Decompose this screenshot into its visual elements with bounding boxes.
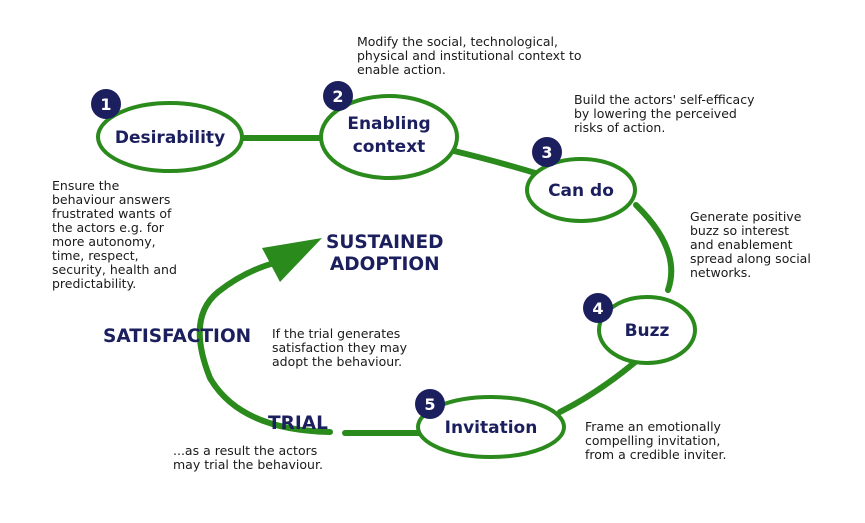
step-4-node [597, 295, 697, 365]
note-trial: ...as a result the actors may trial the … [173, 443, 323, 472]
trial-label: TRIAL [268, 413, 328, 434]
connector-3-4 [633, 202, 675, 293]
step-2-badge [323, 81, 353, 111]
return-loop [196, 259, 333, 435]
step-3-label: Can do [548, 181, 614, 201]
step-5-label: Invitation [445, 418, 538, 438]
step-4-badge [583, 293, 613, 323]
step-4-label: Buzz [625, 321, 670, 341]
step-3-node [525, 157, 637, 223]
note-can-do: Build the actors' self-efficacy by lower… [574, 92, 755, 135]
step-1-label: Desirability [115, 128, 225, 148]
note-invitation: Frame an emotionally compelling invitati… [585, 419, 727, 462]
connector-4-5 [557, 355, 643, 415]
note-satisfaction: If the trial generates satisfaction they… [272, 326, 408, 369]
return-arrow-head [262, 238, 322, 282]
step-2-label: Enabling [347, 114, 430, 134]
note-desirability: Ensure the behaviour answers frustrated … [52, 178, 177, 291]
step-1-number: 1 [100, 95, 111, 114]
step-5-node [416, 395, 566, 459]
step-4-number: 4 [592, 299, 603, 318]
sustained-adoption-label: SUSTAINED ADOPTION [326, 232, 444, 275]
step-2-node [319, 94, 459, 180]
step-3-badge [532, 137, 562, 167]
connector-2-3 [447, 147, 548, 179]
step-1-badge [91, 89, 121, 119]
note-buzz: Generate positive buzz so interest and e… [690, 209, 811, 280]
step-5-badge [415, 389, 445, 419]
step-2-number: 2 [332, 87, 343, 106]
note-enabling-context: Modify the social, technological, physic… [357, 34, 582, 77]
step-2-label-line2: context [353, 137, 426, 157]
step-1-node [96, 101, 244, 173]
step-3-number: 3 [541, 143, 552, 162]
satisfaction-label: SATISFACTION [103, 326, 252, 347]
step-5-number: 5 [424, 395, 435, 414]
